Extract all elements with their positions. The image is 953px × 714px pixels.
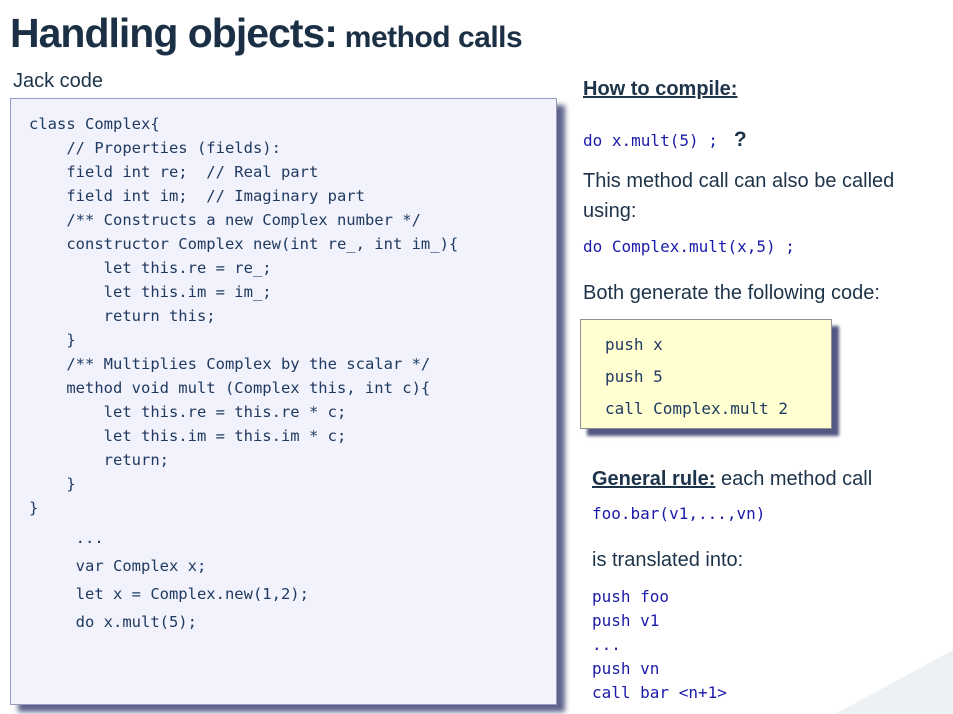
both-generate-text: Both generate the following code: [583, 282, 880, 304]
jack-code-panel: class Complex{ // Properties (fields): f… [10, 98, 557, 705]
general-rule-call-code: foo.bar(v1,...,vn) [592, 504, 766, 523]
vm-general-listing: push foo push v1 ... push vn call bar <n… [592, 587, 727, 702]
question-mark: ? [733, 128, 747, 151]
translated-into-text: is translated into: [592, 549, 744, 571]
page-title-sub: method calls [336, 21, 523, 54]
jack-code-class-listing: class Complex{ // Properties (fields): f… [29, 115, 459, 517]
page-title: Handling objects: method calls [10, 8, 523, 68]
jack-code-label: Jack code [13, 70, 104, 92]
general-rule-heading: General rule: [592, 468, 716, 490]
general-rule-line: General rule: each method call [592, 464, 872, 494]
also-called-text: This method call can also be called usin… [583, 170, 895, 222]
how-to-compile-heading: How to compile: [583, 78, 738, 100]
alternative-call-code: do Complex.mult(x,5) ; [583, 237, 795, 256]
vm-code-listing: push x push 5 call Complex.mult 2 [605, 335, 789, 418]
corner-triangle-decoration [835, 650, 953, 714]
vm-code-box: push x push 5 call Complex.mult 2 [580, 319, 832, 429]
page-title-main: Handling objects: [10, 10, 338, 56]
method-call-line: do x.mult(5) ;? [583, 128, 747, 152]
general-rule-rest: each method call [715, 468, 873, 490]
method-call-code: do x.mult(5) ; [583, 131, 718, 150]
jack-code-usage-listing: ... var Complex x; let x = Complex.new(1… [75, 529, 309, 631]
